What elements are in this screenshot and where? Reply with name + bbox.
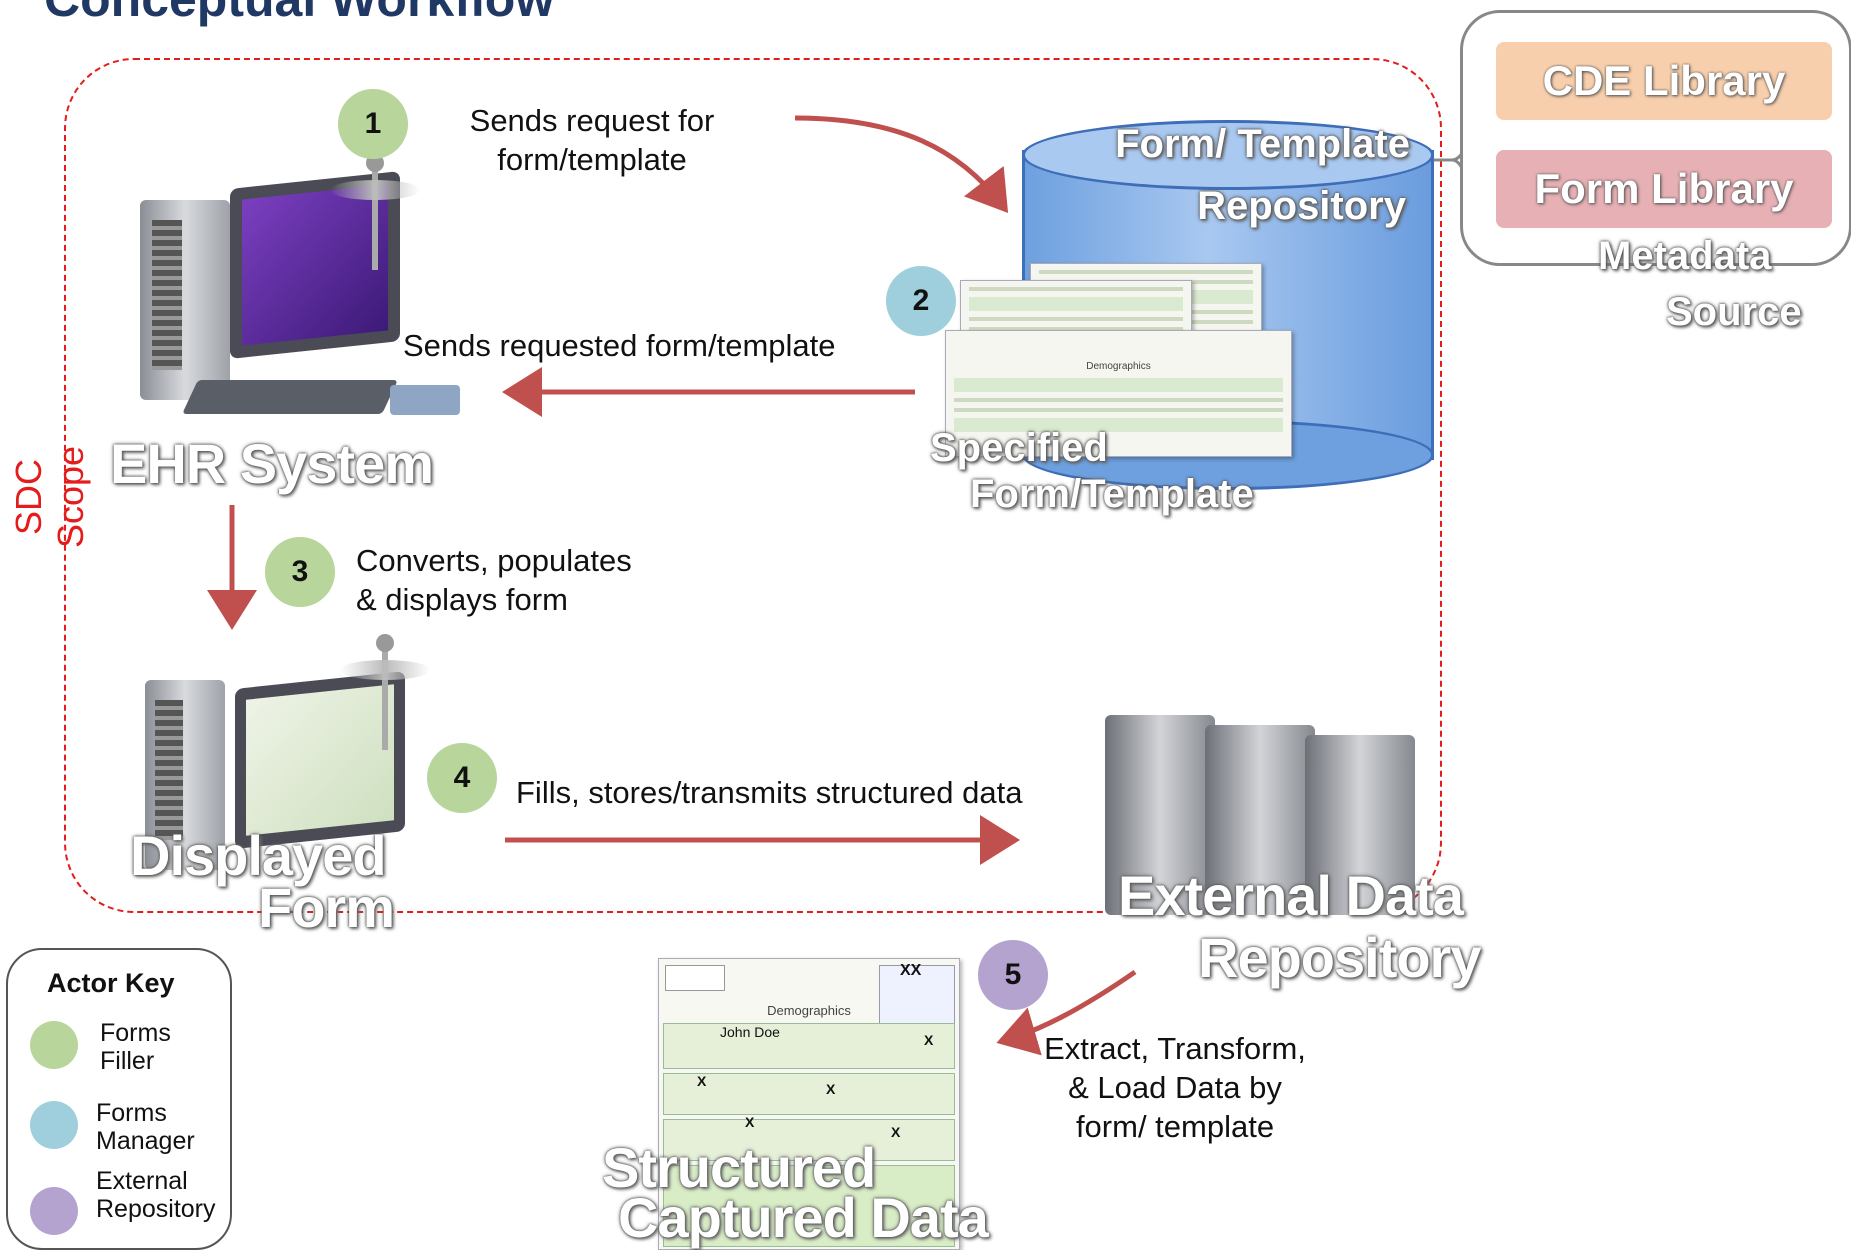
sdc-scope-boundary — [64, 58, 1442, 913]
step-3-text-line2: & displays form — [356, 581, 568, 617]
external-repository-dot — [30, 1187, 78, 1235]
key-label-line: External — [96, 1167, 188, 1195]
step-2-circle: 2 — [886, 266, 956, 336]
repository-label-line1: Form/ Template — [1115, 122, 1410, 166]
ehr-computer-illustration — [120, 170, 480, 430]
external-repository-label: External Repository — [96, 1167, 216, 1223]
form-mark-x: X — [891, 1124, 901, 1140]
structured-label-line2: Captured Data — [618, 1186, 989, 1249]
form-mark-x: X — [826, 1081, 836, 1097]
step-1-text-line1: Sends request for — [469, 103, 715, 138]
form-preview-heading: Demographics — [767, 1003, 851, 1018]
external-server-illustration — [1105, 705, 1425, 915]
forms-filler-label: Forms Filler — [100, 1019, 171, 1075]
actor-key-title: Actor Key — [47, 968, 175, 998]
step-4-text: Fills, stores/transmits structured data — [516, 775, 1023, 810]
form-participant-name: John Doe — [720, 1024, 780, 1040]
step-5-text-line1: Extract, Transform, — [1044, 1031, 1306, 1066]
step-5-circle: 5 — [978, 940, 1048, 1010]
metadata-label-line1: Metadata — [1598, 234, 1772, 278]
form-thumbnail-heading: Demographics — [1086, 361, 1151, 372]
form-library-box: Form Library — [1496, 150, 1832, 228]
specified-label-line2: Form/Template — [970, 472, 1254, 516]
step-3-text: Converts, populates & displays form — [356, 542, 632, 620]
arrow-step1 — [794, 115, 1009, 213]
key-label-line: Forms — [96, 1099, 167, 1127]
page-title: Conceptual Workflow — [44, 0, 554, 28]
key-label-line: Forms — [100, 1019, 171, 1047]
specified-label-line1: Specified — [930, 426, 1108, 470]
arrow-step5 — [996, 969, 1137, 1056]
form-mark-x: X — [745, 1114, 755, 1130]
step-1-circle: 1 — [338, 89, 408, 159]
step-1-text-line2: form/template — [497, 141, 687, 177]
cde-library-box: CDE Library — [1496, 42, 1832, 120]
repository-label-line2: Repository — [1197, 184, 1406, 228]
form-mark-x: X — [697, 1073, 707, 1089]
ehr-system-label: EHR System — [110, 432, 434, 495]
key-label-line: Manager — [96, 1126, 195, 1155]
external-repo-label-line1: External Data — [1118, 864, 1464, 927]
caduceus-icon — [340, 634, 430, 760]
step-5-text-line3: form/ template — [1075, 1108, 1275, 1144]
displayed-form-label-line2: Form — [258, 876, 395, 939]
forms-manager-dot — [30, 1101, 78, 1149]
external-repo-label-line2: Repository — [1198, 926, 1481, 989]
forms-manager-label: Forms Manager — [96, 1099, 195, 1155]
key-label-line: Repository — [96, 1194, 216, 1223]
step-3-text-line1: Converts, populates — [356, 543, 632, 578]
displayed-form-label-line1: Displayed — [130, 824, 387, 887]
step-1-text: Sends request for form/template — [462, 102, 722, 180]
caduceus-icon — [330, 154, 420, 280]
step-5-text-line2: & Load Data by — [1068, 1069, 1282, 1105]
key-label-line: Filler — [100, 1046, 155, 1075]
structured-label-line1: Structured — [602, 1136, 876, 1199]
step-2-text: Sends requested form/template — [403, 328, 836, 363]
form-thumbnail: Demographics — [945, 330, 1292, 457]
step-5-text: Extract, Transform, & Load Data by form/… — [1020, 1030, 1330, 1146]
step-3-circle: 3 — [265, 537, 335, 607]
metadata-label-line2: Source — [1666, 290, 1802, 334]
form-mark-x: X — [924, 1032, 934, 1048]
step-4-circle: 4 — [427, 743, 497, 813]
form-mark-xx: XX — [900, 962, 922, 979]
forms-filler-dot — [30, 1021, 78, 1069]
displayed-form-computer-illustration — [140, 660, 460, 900]
